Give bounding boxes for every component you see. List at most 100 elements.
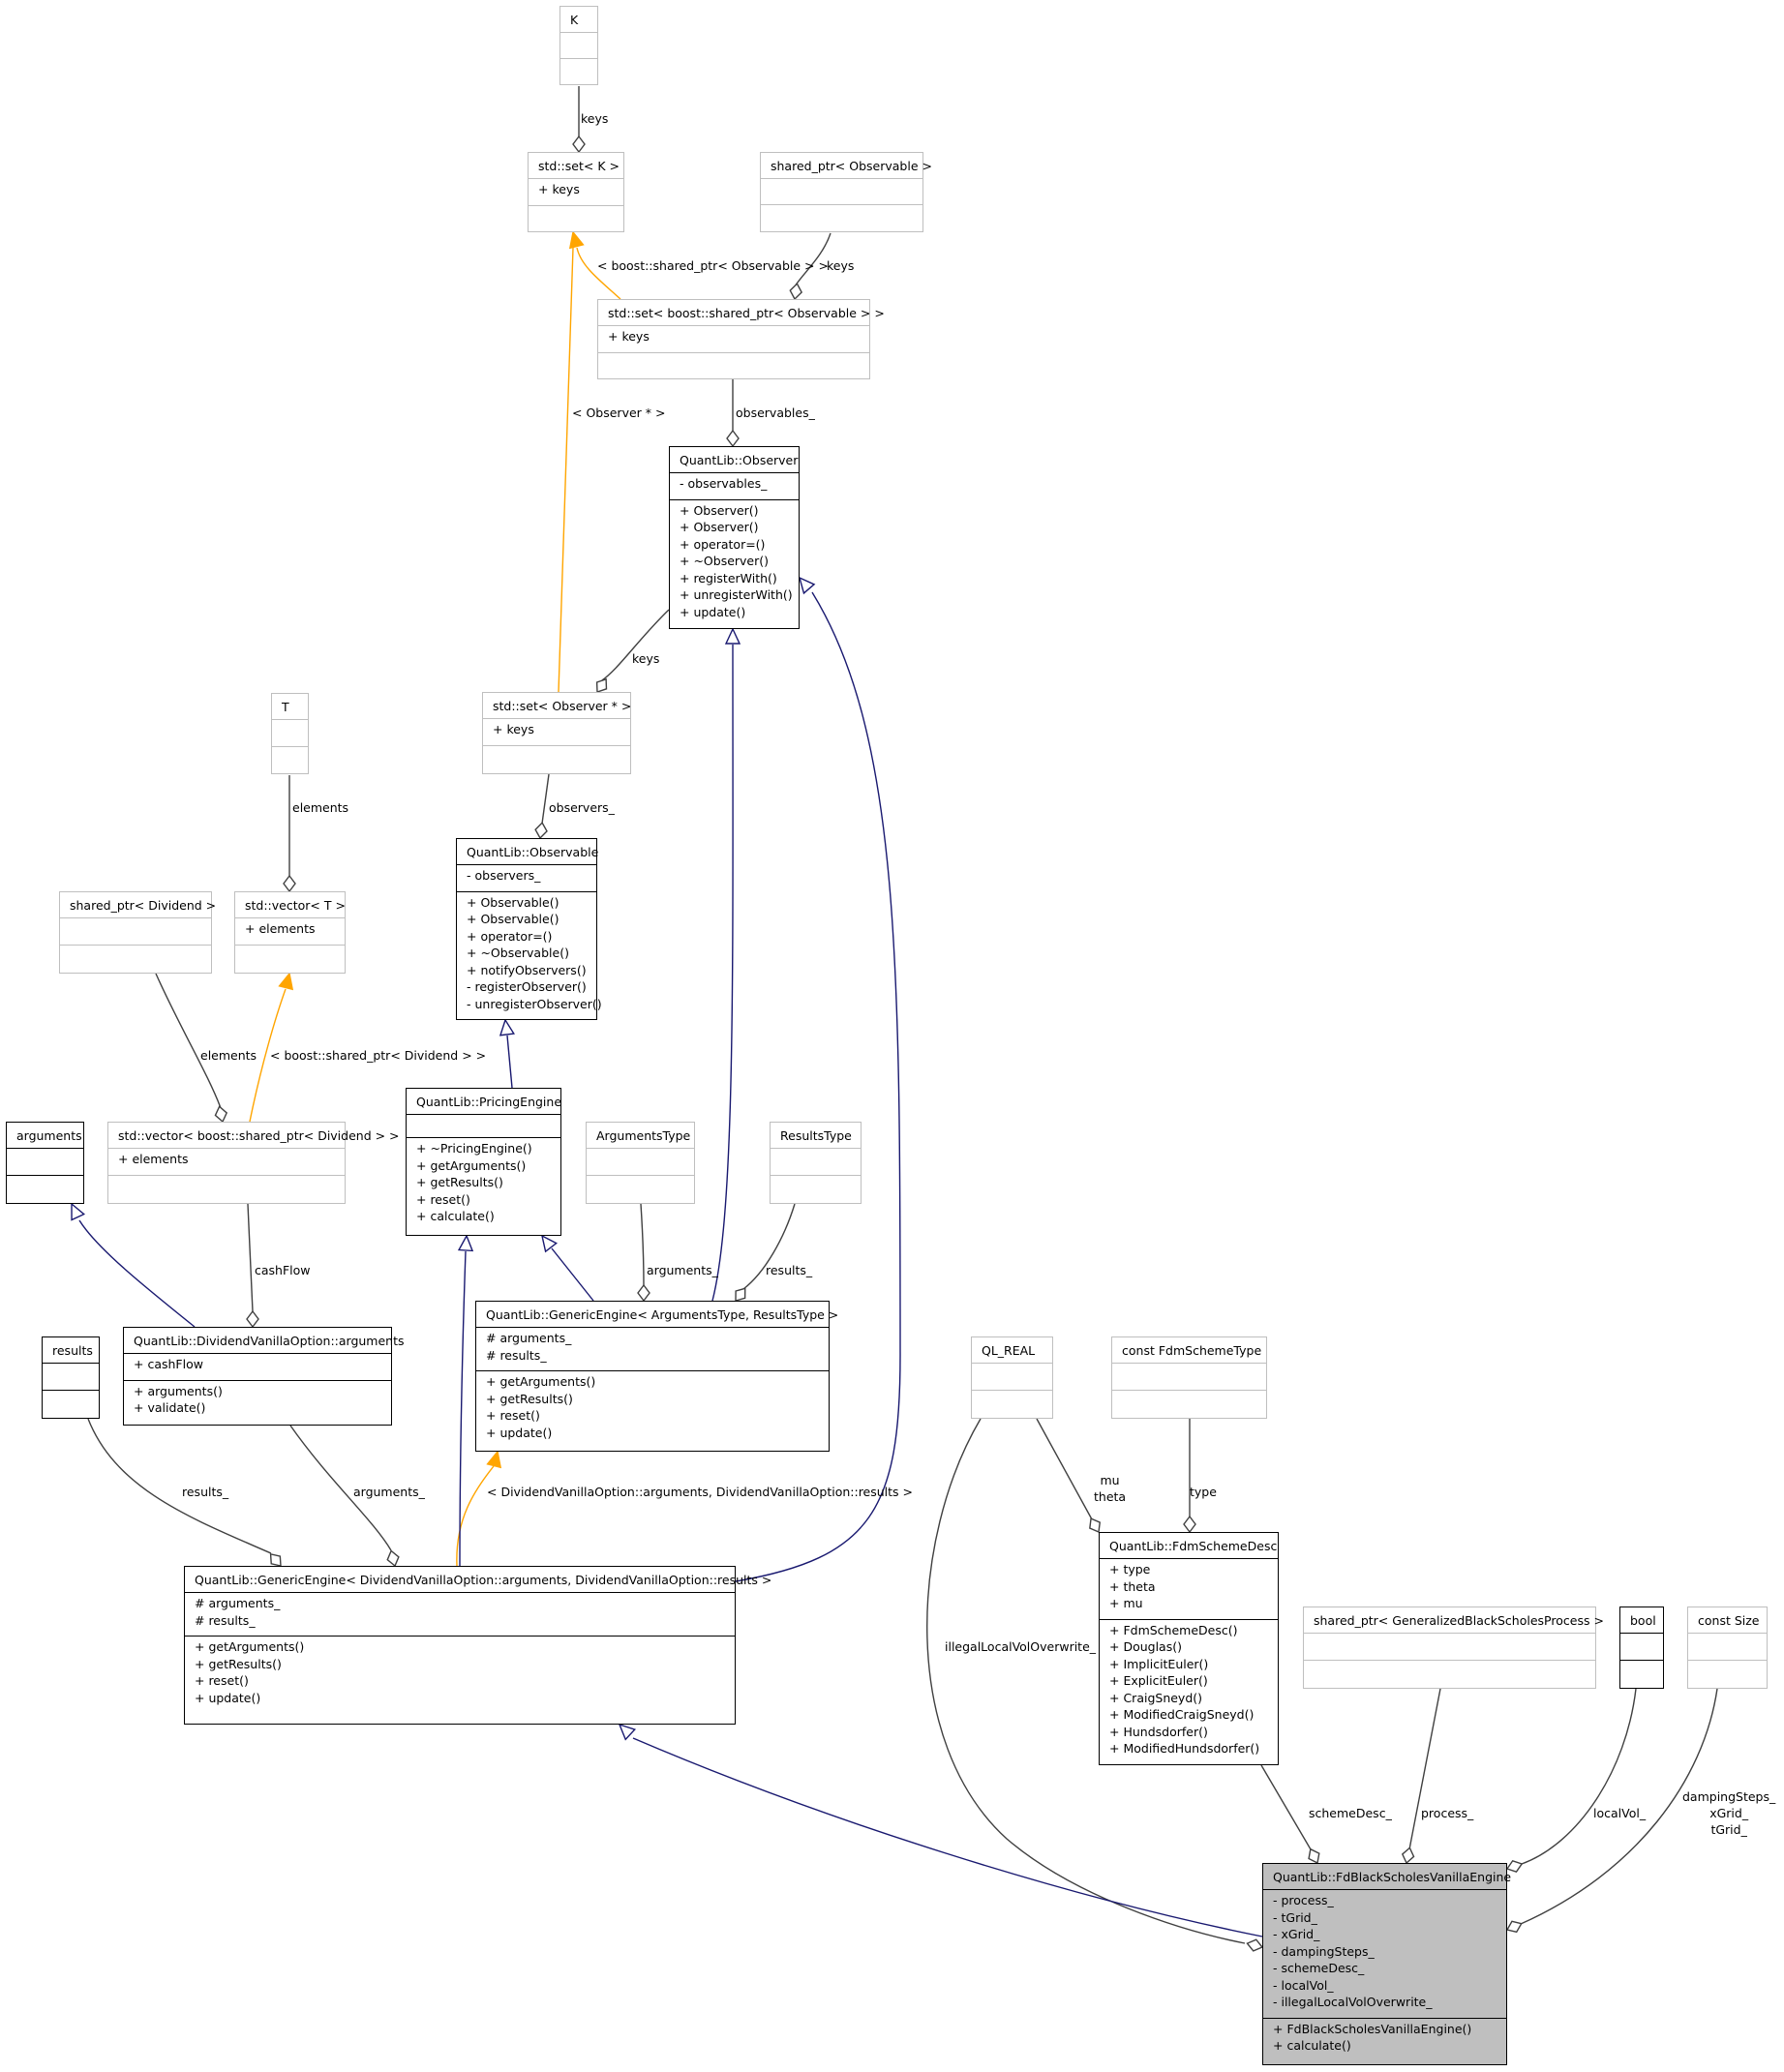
class-methods: + arguments()+ validate() <box>124 1379 391 1426</box>
class-title: arguments <box>16 1128 82 1143</box>
class-method: + update() <box>486 1425 553 1440</box>
edge-qlreal-fdbs-line <box>926 1418 1246 1944</box>
class-methods <box>771 1175 861 1203</box>
class-title: T <box>282 700 289 714</box>
class-method: + registerWith() <box>680 570 777 586</box>
class-attribute: - localVol_ <box>1273 1977 1334 1993</box>
edge-label-grids: dampingSteps_xGrid_tGrid_ <box>1682 1789 1776 1837</box>
class-attribute: + keys <box>493 722 534 736</box>
edge-label-results-dvo: results_ <box>182 1485 229 1499</box>
edge-label-keys-k: keys <box>581 111 609 126</box>
class-box-dvo-args[interactable]: QuantLib::DividendVanillaOption::argumen… <box>123 1327 405 1426</box>
class-attributes <box>1620 1633 1663 1660</box>
class-method: + FdmSchemeDesc() <box>1109 1622 1238 1637</box>
edge-arguments-dvoargs-arrow <box>71 1202 86 1221</box>
edge-vecdiv-dvoargs-diamond <box>246 1309 259 1329</box>
class-attribute: + elements <box>245 921 316 936</box>
class-title: const FdmSchemeType <box>1122 1343 1262 1358</box>
class-attributes: - process_- tGrid_- xGrid_- dampingSteps… <box>1263 1889 1506 2018</box>
class-box-bool[interactable]: bool <box>1619 1607 1664 1689</box>
class-methods <box>272 746 308 773</box>
edge-label-process: process_ <box>1421 1806 1474 1820</box>
class-methods <box>972 1390 1052 1418</box>
class-method: + operator=() <box>467 928 553 944</box>
class-box-ge-tmpl[interactable]: QuantLib::GenericEngine< ArgumentsType, … <box>475 1301 838 1452</box>
class-attributes <box>1112 1363 1266 1390</box>
class-box-ge-dvo[interactable]: QuantLib::GenericEngine< DividendVanilla… <box>184 1566 771 1725</box>
class-box-pricing[interactable]: QuantLib::PricingEngine+ ~PricingEngine(… <box>406 1088 561 1236</box>
edge-fdmdesc-fdbs-diamond <box>1308 1847 1320 1865</box>
edge-label-cashflow: cashFlow <box>255 1263 311 1277</box>
edge-argtype-getmpl-line <box>640 1203 645 1286</box>
class-methods <box>60 945 211 973</box>
class-box-set-sp[interactable]: std::set< boost::shared_ptr< Observable … <box>597 299 885 379</box>
class-method: + getArguments() <box>416 1157 527 1173</box>
class-method: + ~Observer() <box>680 554 770 568</box>
edge-bool-fdbs-line <box>1521 1688 1637 1865</box>
edge-k-setk-diamond <box>572 135 586 154</box>
class-title: QuantLib::FdmSchemeDesc <box>1109 1539 1278 1553</box>
edge-label-illegal: illegalLocalVolOverwrite_ <box>945 1639 1097 1654</box>
class-method: + operator=() <box>680 536 766 552</box>
class-box-ql-real[interactable]: QL_REAL <box>971 1336 1053 1419</box>
class-box-set-K[interactable]: std::set< K >+ keys <box>528 152 624 232</box>
edge-constsize-fdbs-line <box>1520 1688 1718 1925</box>
edge-qlreal-fdbs-diamond <box>1246 1938 1264 1952</box>
class-box-const-size[interactable]: const Size <box>1687 1607 1768 1689</box>
class-method: + getResults() <box>486 1391 573 1406</box>
edge-observable-pricing-line <box>506 1035 513 1089</box>
class-attribute: # arguments_ <box>486 1331 572 1345</box>
class-method: + reset() <box>416 1191 470 1207</box>
edge-getmpl-gedvo-line <box>456 1465 495 1567</box>
class-box-vec-T[interactable]: std::vector< T >+ elements <box>234 891 346 974</box>
class-method: + CraigSneyd() <box>1109 1690 1203 1705</box>
class-box-restype[interactable]: ResultsType <box>770 1122 862 1204</box>
class-box-observer[interactable]: QuantLib::Observer- observables_+ Observ… <box>669 446 800 629</box>
class-attribute: - observers_ <box>467 868 541 883</box>
class-box-T[interactable]: T <box>271 693 309 774</box>
class-attribute: - tGrid_ <box>1273 1909 1317 1925</box>
class-attributes: + cashFlow <box>124 1353 391 1380</box>
edge-vect-vecdiv-line <box>249 988 287 1123</box>
edge-pricing-getmpl-line <box>551 1247 594 1302</box>
class-method: + notifyObservers() <box>467 962 587 977</box>
class-method: + calculate() <box>416 1209 495 1223</box>
class-methods: + Observable()+ Observable()+ operator=(… <box>457 890 602 1020</box>
class-attributes: # arguments_# results_ <box>185 1592 735 1636</box>
class-methods <box>560 58 597 84</box>
edge-spobs-setsp-diamond <box>789 283 803 301</box>
class-box-fdm-desc[interactable]: QuantLib::FdmSchemeDesc+ type+ theta+ mu… <box>1099 1532 1279 1765</box>
class-attribute: + keys <box>608 329 650 344</box>
class-box-observable[interactable]: QuantLib::Observable- observers_+ Observ… <box>456 838 602 1020</box>
class-box-set-obs[interactable]: std::set< Observer * >+ keys <box>482 692 631 774</box>
class-box-fdm-type[interactable]: const FdmSchemeType <box>1111 1336 1267 1419</box>
edge-pricing-gedvo-line <box>459 1250 467 1567</box>
class-box-results[interactable]: results <box>42 1336 100 1419</box>
class-box-sp-gbsp[interactable]: shared_ptr< GeneralizedBlackScholesProce… <box>1303 1607 1604 1689</box>
class-box-sp-div[interactable]: shared_ptr< Dividend > <box>59 891 216 974</box>
class-attributes <box>1304 1633 1595 1660</box>
edge-pricing-getmpl-arrow <box>540 1234 558 1253</box>
class-box-arguments[interactable]: arguments <box>6 1122 84 1204</box>
class-title: QuantLib::FdBlackScholesVanillaEngine <box>1273 1870 1512 1884</box>
class-method: + ~PricingEngine() <box>416 1141 532 1156</box>
class-methods <box>598 352 869 378</box>
class-attribute: # results_ <box>195 1612 256 1628</box>
class-method: + Hundsdorfer() <box>1109 1724 1208 1739</box>
class-method: + FdBlackScholesVanillaEngine() <box>1273 2021 1472 2036</box>
class-method: + validate() <box>134 1400 206 1415</box>
edge-qlreal-fdmdesc-line <box>1036 1418 1093 1520</box>
class-attributes: + elements <box>108 1148 345 1175</box>
class-methods <box>1688 1660 1767 1688</box>
class-method: - unregisterObserver() <box>467 996 602 1011</box>
edge-observer-getmpl-line <box>711 644 734 1302</box>
edge-label-results-ge: results_ <box>766 1263 813 1277</box>
class-box-argtype[interactable]: ArgumentsType <box>586 1122 695 1204</box>
class-methods <box>761 204 922 231</box>
class-box-K[interactable]: K <box>559 6 598 85</box>
class-method: + Observer() <box>680 502 759 518</box>
class-attributes: + keys <box>529 178 623 205</box>
class-box-fdbs[interactable]: QuantLib::FdBlackScholesVanillaEngine- p… <box>1262 1863 1512 2065</box>
class-box-vec-div[interactable]: std::vector< boost::shared_ptr< Dividend… <box>107 1122 400 1204</box>
class-box-sp-obs[interactable]: shared_ptr< Observable > <box>760 152 932 232</box>
